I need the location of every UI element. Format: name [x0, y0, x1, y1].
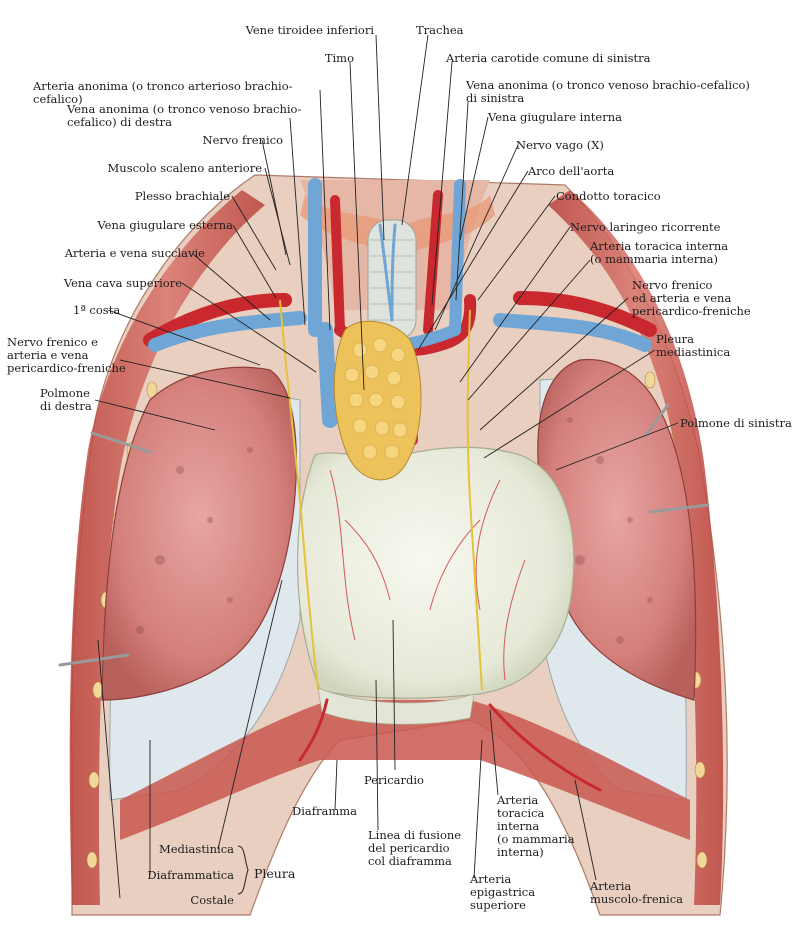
label-nervo-laringeo: Nervo laringeo ricorrente	[570, 220, 721, 234]
label-nervo-frenico-dx: Nervo frenico e arteria e vena pericardi…	[7, 335, 126, 375]
costal-band-right	[548, 190, 724, 905]
costal-band-left	[69, 190, 265, 905]
label-vena-cava-superiore: Vena cava superiore	[63, 276, 182, 290]
label-arteria-toracica-interna-bottom: Arteria toracica interna (o mammaria int…	[497, 793, 575, 859]
label-vena-giugulare-esterna: Vena giugulare esterna	[97, 218, 233, 232]
label-pericardio: Pericardio	[364, 773, 424, 787]
label-mediastinica: Mediastinica	[158, 842, 234, 856]
label-arteria-epigastrica: Arteria epigastrica superiore	[470, 872, 536, 912]
retractor-pins	[58, 403, 710, 667]
label-nervo-vago: Nervo vago (X)	[516, 138, 604, 152]
label-pleura: Pleura	[254, 866, 296, 881]
pericardium-base	[317, 687, 475, 725]
label-arteria-anonima: Arteria anonima (o tronco arterioso brac…	[33, 79, 293, 106]
label-diaframma: Diaframma	[292, 804, 358, 818]
label-plesso-brachiale: Plesso brachiale	[134, 189, 230, 203]
pleura-brace	[237, 845, 249, 895]
label-nervo-frenico: Nervo frenico	[202, 133, 283, 147]
pericardium-shape	[297, 446, 575, 699]
label-polmone-destra: Polmone di destra	[40, 386, 92, 413]
nerves	[279, 299, 483, 691]
pericardial-vessels	[329, 469, 526, 681]
label-prima-costa: 1ª costa	[73, 303, 121, 317]
label-costale: Costale	[190, 893, 234, 907]
label-vena-giugulare-interna: Vena giugulare interna	[488, 110, 622, 124]
label-vene-tiroidee-inferiori: Vene tiroidee inferiori	[245, 23, 374, 37]
label-nervo-frenico-sx: Nervo frenico ed arteria e vena pericard…	[632, 278, 751, 318]
label-arteria-vena-succlavie: Arteria e vena succlavie	[64, 246, 205, 260]
label-arteria-carotide-sx: Arteria carotide comune di sinistra	[446, 51, 651, 65]
diaphragm-shape	[120, 700, 690, 840]
label-vena-anonima-dx: Vena anonima (o tronco venoso brachio- c…	[67, 102, 302, 129]
thymus-lobules	[344, 337, 408, 460]
label-vena-anonima-sx: Vena anonima (o tronco venoso brachio-ce…	[466, 78, 750, 105]
leader-lines	[94, 34, 679, 899]
label-condotto-toracico: Condotto toracico	[556, 189, 661, 203]
lung-mottling	[136, 417, 653, 644]
label-arteria-muscolo-frenica: Arteria muscolo-frenica	[590, 879, 684, 906]
neck-tissue-top	[300, 195, 495, 255]
label-muscolo-scaleno: Muscolo scaleno anteriore	[107, 161, 262, 175]
label-diaframmatica: Diaframmatica	[147, 868, 234, 882]
label-polmone-sinistra: Polmone di sinistra	[680, 416, 792, 430]
label-linea-fusione: Linea di fusione del pericardio col diaf…	[368, 828, 462, 868]
label-timo: Timo	[324, 51, 354, 65]
label-arco-aorta: Arco dell'aorta	[528, 164, 615, 178]
label-trachea: Trachea	[416, 23, 464, 37]
lung-right-shape	[101, 366, 297, 701]
label-arteria-toracica-interna-top: Arteria toracica interna (o mammaria int…	[590, 239, 729, 266]
label-pleura-mediastinica: Pleura mediastinica	[656, 332, 731, 359]
